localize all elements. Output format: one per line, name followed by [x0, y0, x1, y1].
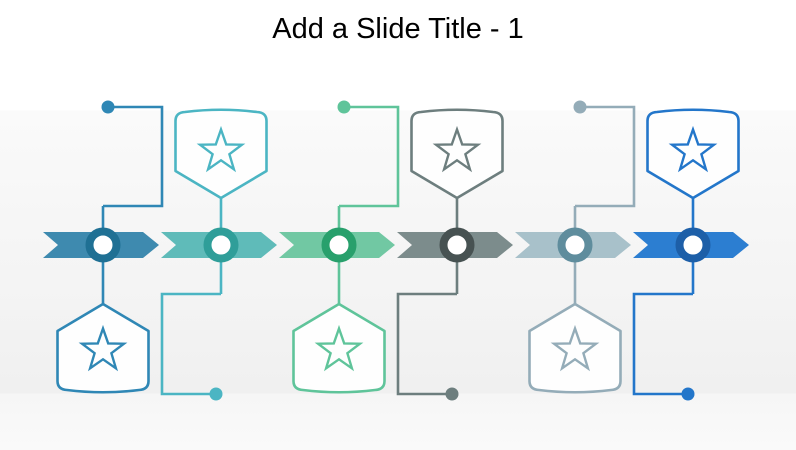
star-icon — [314, 324, 364, 372]
connector-dot — [101, 100, 115, 114]
badge-shield — [528, 302, 622, 394]
milestone-4 — [396, 108, 513, 401]
slide-title: Add a Slide Title - 1 — [272, 13, 524, 45]
timeline-node — [321, 227, 357, 263]
badge-shield — [174, 108, 268, 200]
milestone-2 — [160, 108, 277, 401]
connector-elbow — [160, 292, 221, 396]
star-icon — [550, 324, 600, 372]
star-icon — [196, 125, 246, 173]
connector-dot — [337, 100, 351, 114]
connector-elbow — [103, 105, 164, 208]
timeline-node — [675, 227, 711, 263]
star-icon — [432, 125, 482, 173]
timeline-node — [439, 227, 475, 263]
connector-dot — [681, 387, 695, 401]
connector-elbow — [339, 105, 400, 208]
star-icon — [668, 125, 718, 173]
timeline-node — [203, 227, 239, 263]
connector-dot — [445, 387, 459, 401]
badge-shield — [410, 108, 504, 200]
timeline-node — [557, 227, 593, 263]
connector-elbow — [632, 292, 693, 396]
milestone-3 — [279, 100, 400, 394]
connector-elbow — [396, 292, 457, 396]
badge-shield — [646, 108, 740, 200]
milestone-5 — [515, 100, 636, 394]
connector-dot — [573, 100, 587, 114]
connector-elbow — [575, 105, 636, 208]
badge-shield — [292, 302, 386, 394]
milestone-6 — [632, 108, 749, 401]
milestone-1 — [43, 100, 164, 394]
connector-dot — [209, 387, 223, 401]
star-icon — [78, 324, 128, 372]
badge-shield — [56, 302, 150, 394]
timeline-node — [85, 227, 121, 263]
